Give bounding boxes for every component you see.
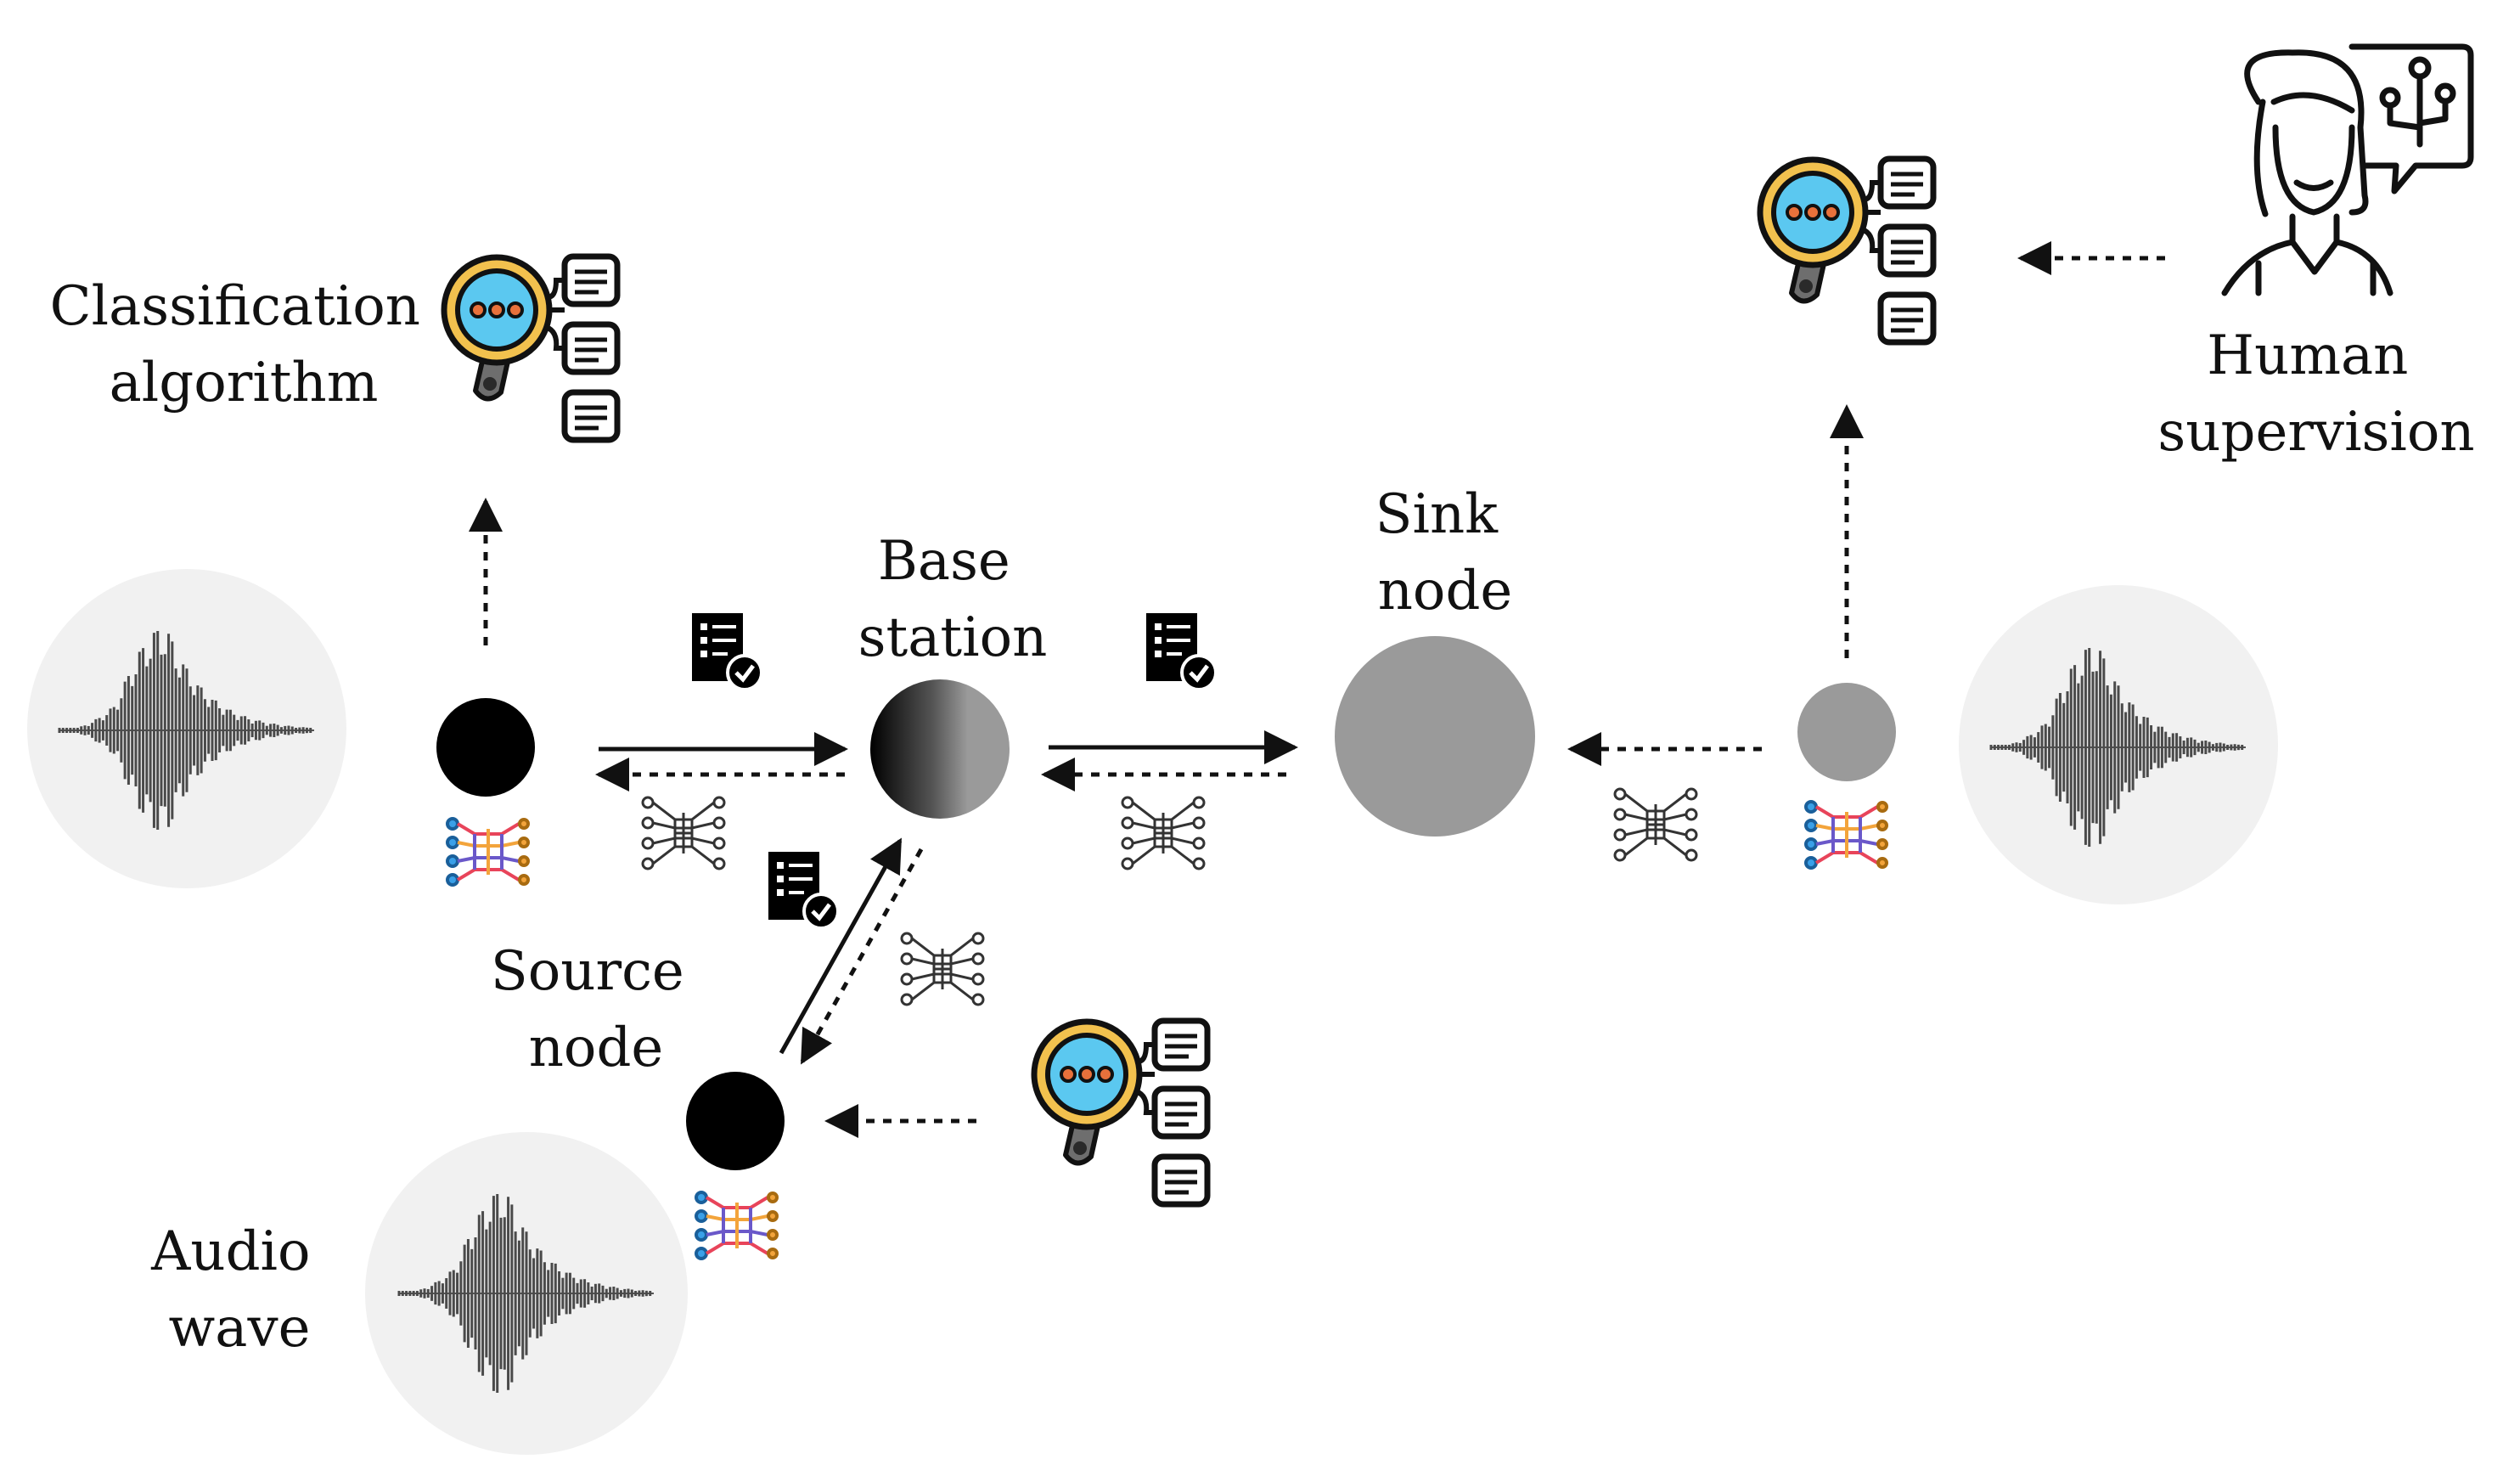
neural-network-icon bbox=[1804, 800, 1888, 870]
right-sensor-node bbox=[1797, 683, 1896, 781]
audio-waveform-icon bbox=[58, 630, 314, 831]
neural-network-icon bbox=[1121, 796, 1206, 870]
neural-network-icon bbox=[641, 796, 726, 870]
sink-node-label: Sink node bbox=[1375, 483, 1516, 623]
arrow-source-to-base bbox=[779, 837, 903, 1055]
sink-node bbox=[1335, 636, 1535, 837]
source-node bbox=[686, 1072, 785, 1170]
audio-waveform-icon bbox=[397, 1193, 654, 1394]
document-check-icon bbox=[692, 613, 762, 690]
magnifier-classifier-icon bbox=[444, 256, 617, 440]
classification-label: Classification algorithm bbox=[50, 275, 438, 414]
audio-wave-label: Audio wave bbox=[150, 1220, 328, 1360]
source-node-label: Source node bbox=[491, 940, 701, 1079]
neural-network-icon bbox=[695, 1191, 779, 1260]
magnifier-classifier-icon bbox=[1034, 1021, 1207, 1204]
left-sensor-node bbox=[436, 698, 535, 797]
audio-waveform-icon bbox=[1989, 647, 2246, 848]
document-check-icon bbox=[1146, 613, 1216, 690]
document-check-icon bbox=[768, 852, 838, 928]
base-station-node bbox=[870, 679, 1010, 819]
base-station-label: Base station bbox=[858, 530, 1048, 669]
neural-network-icon bbox=[900, 932, 985, 1006]
human-supervision-label: Human supervision bbox=[2157, 324, 2474, 464]
arrow-base-to-source bbox=[800, 848, 924, 1065]
human-supervisor-icon bbox=[2221, 43, 2474, 296]
neural-network-icon bbox=[1613, 787, 1698, 862]
neural-network-icon bbox=[446, 817, 530, 887]
magnifier-classifier-icon bbox=[1760, 159, 1933, 342]
